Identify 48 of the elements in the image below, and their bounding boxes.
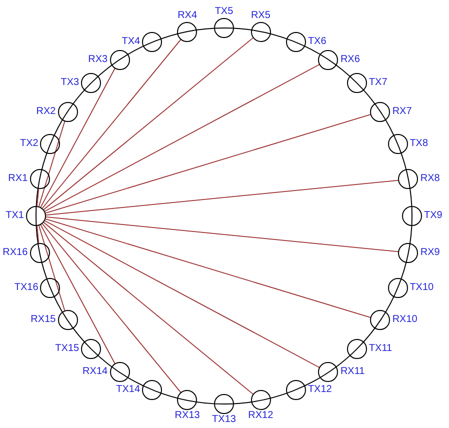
- node-label: RX12: [248, 410, 274, 422]
- node-label: RX6: [340, 54, 360, 66]
- node-label: TX7: [368, 77, 388, 90]
- node-label: RX1: [8, 173, 28, 186]
- connector-line: [45, 218, 372, 318]
- connector-line: [46, 180, 399, 216]
- node-label: TX12: [308, 384, 332, 396]
- node-label: TX5: [214, 6, 234, 18]
- node-label: TX16: [14, 282, 38, 294]
- node-label: RX8: [420, 173, 440, 186]
- connector-line: [42, 38, 182, 209]
- node-label: RX2: [36, 106, 56, 118]
- connector-line: [44, 64, 320, 212]
- connector-line: [40, 68, 116, 208]
- node-label: TX13: [212, 414, 236, 426]
- connector-line: [43, 38, 254, 210]
- node-label: RX7: [392, 106, 412, 118]
- node-label: RX3: [88, 54, 108, 66]
- node-label: TX4: [122, 36, 140, 48]
- connector-line: [43, 222, 254, 394]
- node-label: RX15: [30, 314, 56, 326]
- node-label: TX8: [410, 138, 428, 150]
- node-label: RX14: [82, 366, 108, 378]
- node-label: RX13: [174, 410, 200, 422]
- connector-line: [46, 216, 399, 252]
- connector-line: [44, 220, 320, 368]
- node-label: RX11: [340, 366, 365, 378]
- connector-line: [38, 225, 66, 312]
- node-label: RX9: [420, 246, 440, 259]
- connector-line: [45, 114, 372, 214]
- node-label: TX10: [410, 282, 434, 294]
- node-label: RX16: [2, 246, 28, 259]
- connector-line: [36, 226, 40, 244]
- node-label: TX15: [55, 342, 80, 355]
- node-label: TX14: [116, 384, 140, 396]
- node-label: TX6: [308, 36, 326, 48]
- connector-line: [42, 223, 182, 394]
- node-label: TX3: [60, 77, 80, 90]
- node-label: RX4: [178, 10, 198, 22]
- node-label: RX10: [392, 314, 418, 326]
- node-label: TX1: [6, 210, 24, 222]
- node-label: TX2: [20, 138, 38, 150]
- node-label: TX11: [368, 342, 392, 355]
- connector-line: [36, 188, 40, 206]
- connector-line: [38, 120, 66, 207]
- connector-line: [40, 224, 116, 364]
- node-label: TX9: [424, 210, 442, 222]
- node-label: RX5: [250, 10, 270, 22]
